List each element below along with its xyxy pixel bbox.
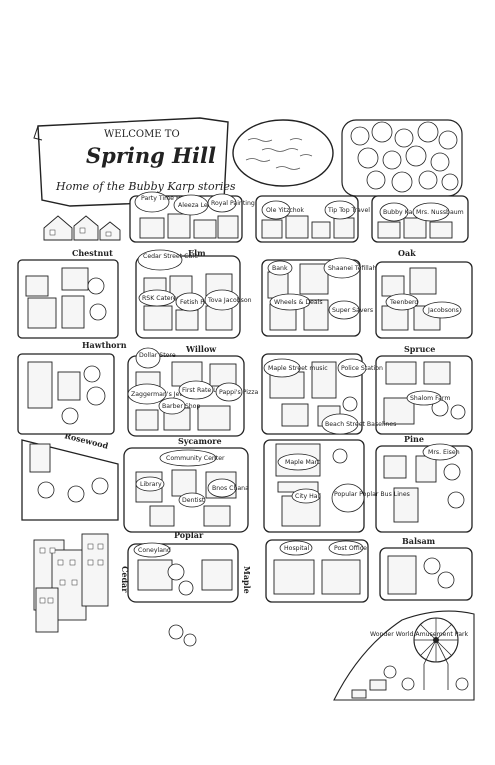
banner-subtitle: Home of the Bubby Karp stories <box>55 180 236 193</box>
label-mrs-eisen: Mrs. Eisen <box>428 449 460 456</box>
label-barber-shop: Barber Shop <box>162 403 200 410</box>
label-party-time-bowling: Party Time Bowling <box>141 195 200 202</box>
label-maple-street-music: Maple Street music <box>268 365 328 372</box>
label-zaggerman: Zaggerman's Jewelry <box>131 391 197 398</box>
label-rsk-caterers: RSK Caterers <box>142 295 183 302</box>
label-wheels-deals: Wheels & Deals <box>274 299 323 306</box>
label-tip-top-travel: Tip Top Travel <box>327 207 370 214</box>
label-teenberg: Teenberg <box>389 299 418 306</box>
label-pappis-pizza: Pappi's Pizza <box>219 389 259 396</box>
street-balsam: Balsam <box>402 536 436 546</box>
street-hawthorn: Hawthorn <box>82 340 127 350</box>
label-bank: Bank <box>272 265 288 272</box>
label-police-station: Police Station <box>341 365 383 372</box>
street-chestnut: Chestnut <box>72 248 113 258</box>
label-jacobsons: Jacobsons <box>427 307 459 314</box>
buildings-top-c <box>377 217 453 239</box>
label-library: Library <box>140 481 162 488</box>
apartments-cedar <box>33 533 109 633</box>
street-oak: Oak <box>398 248 416 258</box>
banner-welcome: WELCOME TO <box>104 129 180 140</box>
lake <box>232 119 334 187</box>
forest <box>341 119 463 197</box>
buildings-top-b <box>261 215 355 239</box>
label-beach-street: Beach Street Baselines <box>325 421 396 428</box>
banner-town: Spring Hill <box>86 143 216 168</box>
label-coneyland: Coneyland <box>138 547 171 554</box>
label-fetish-pets: Fetish Pets <box>180 299 213 306</box>
street-sycamore: Sycamore <box>178 436 222 446</box>
street-poplar: Poplar <box>174 530 204 540</box>
label-popular-poplar-bus: Popular Poplar Bus Lines <box>334 491 410 498</box>
label-shaanei-tefillah: Shaanei Tefillah <box>328 265 377 272</box>
label-dollar-store: Dollar Store <box>139 352 176 359</box>
label-bubby-karp: Bubby Karp <box>383 209 419 216</box>
label-post-office: Post Office <box>334 545 367 552</box>
label-community-center: Community Center <box>166 455 225 462</box>
label-super-savers: Super Savers <box>332 307 373 314</box>
label-dentist: Dentist <box>182 497 205 504</box>
buildings-top-a <box>139 213 239 239</box>
label-ole-yitzchok: Ole Yitzchok <box>266 207 304 214</box>
label-city-hall: City Hall <box>295 493 321 500</box>
label-royal-painting: Royal Painting <box>211 200 255 207</box>
street-cedar: Cedar <box>120 566 130 593</box>
street-elm: Elm <box>188 248 206 258</box>
street-willow: Willow <box>185 344 217 354</box>
label-tova-jacobson: Tova Jacobson <box>207 297 252 304</box>
label-hospital: Hospital <box>284 545 310 552</box>
label-wonder-world: Wonder World Amusement Park <box>370 631 469 638</box>
houses-chestnut <box>43 215 121 241</box>
street-spruce: Spruce <box>404 344 435 354</box>
label-shalom-farm: Shalom Farm <box>410 395 450 402</box>
label-maple-mart: Maple Mart <box>285 459 320 466</box>
amusement-park: Wonder World Amusement Park <box>333 610 475 701</box>
label-cedar-street-cafe: Cedar Street Cafe <box>143 253 198 260</box>
label-aleeza: Aleeza Leah Walks <box>178 202 235 209</box>
label-first-rate-laundry: First Rate Laundry <box>182 387 239 394</box>
label-bnos-chana: Bnos Chana <box>212 485 249 492</box>
welcome-banner: WELCOME TO Spring Hill Home of the Bubby… <box>33 117 236 207</box>
label-mrs-nussbaum: Mrs. Nussbaum <box>416 209 464 216</box>
street-maple: Maple <box>242 566 252 594</box>
street-pine: Pine <box>404 434 424 444</box>
